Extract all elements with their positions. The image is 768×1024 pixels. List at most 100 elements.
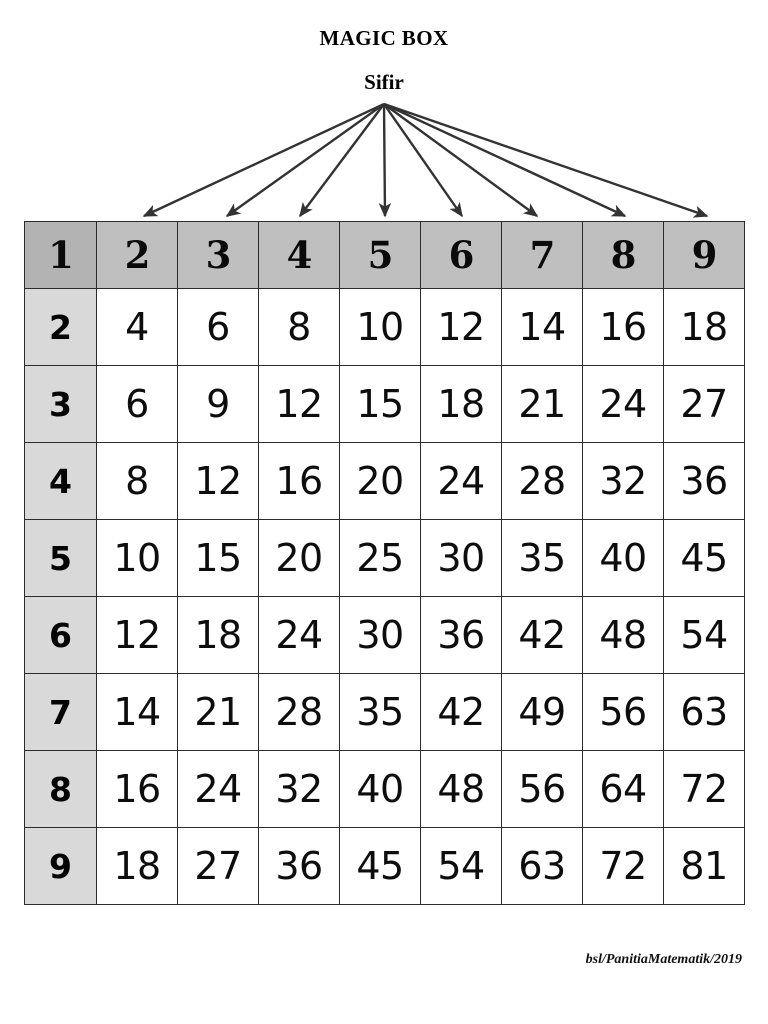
product-cell-6x2[interactable]: 12 — [96, 596, 178, 674]
product-cell-2x6[interactable]: 12 — [420, 288, 502, 366]
product-cell-7x7[interactable]: 49 — [501, 673, 583, 751]
product-cell-5x3[interactable]: 15 — [177, 519, 259, 597]
product-cell-4x9[interactable]: 36 — [663, 442, 745, 520]
product-cell-3x2[interactable]: 6 — [96, 365, 178, 443]
product-cell-8x2[interactable]: 16 — [96, 750, 178, 828]
product-cell-6x8[interactable]: 48 — [582, 596, 664, 674]
product-cell-8x7[interactable]: 56 — [501, 750, 583, 828]
product-cell-2x9[interactable]: 18 — [663, 288, 745, 366]
product-cell-4x8[interactable]: 32 — [582, 442, 664, 520]
product-cell-4x6[interactable]: 24 — [420, 442, 502, 520]
row-header-4[interactable]: 4 — [24, 442, 97, 520]
product-cell-9x4[interactable]: 36 — [258, 827, 340, 905]
arrow-to-column-5 — [378, 103, 392, 218]
product-cell-5x7[interactable]: 35 — [501, 519, 583, 597]
product-cell-7x6[interactable]: 42 — [420, 673, 502, 751]
arrow-to-column-9 — [383, 102, 709, 218]
product-cell-8x6[interactable]: 48 — [420, 750, 502, 828]
arrow-to-column-8 — [383, 102, 627, 218]
product-cell-8x8[interactable]: 64 — [582, 750, 664, 828]
product-cell-3x5[interactable]: 15 — [339, 365, 421, 443]
product-cell-9x8[interactable]: 72 — [582, 827, 664, 905]
product-cell-7x4[interactable]: 28 — [258, 673, 340, 751]
product-cell-6x6[interactable]: 36 — [420, 596, 502, 674]
product-cell-6x4[interactable]: 24 — [258, 596, 340, 674]
column-header-6[interactable]: 6 — [420, 221, 502, 289]
product-cell-7x8[interactable]: 56 — [582, 673, 664, 751]
product-cell-6x9[interactable]: 54 — [663, 596, 745, 674]
footer-credit: bsl/PanitiaMatematik/2019 — [585, 952, 742, 967]
column-header-9[interactable]: 9 — [663, 221, 745, 289]
product-cell-2x5[interactable]: 10 — [339, 288, 421, 366]
column-header-3[interactable]: 3 — [177, 221, 259, 289]
row-header-8[interactable]: 8 — [24, 750, 97, 828]
product-cell-8x9[interactable]: 72 — [663, 750, 745, 828]
product-cell-4x2[interactable]: 8 — [96, 442, 178, 520]
product-cell-5x2[interactable]: 10 — [96, 519, 178, 597]
row-header-9[interactable]: 9 — [24, 827, 97, 905]
product-cell-9x2[interactable]: 18 — [96, 827, 178, 905]
arrow-to-column-6 — [383, 103, 463, 218]
product-cell-7x9[interactable]: 63 — [663, 673, 745, 751]
product-cell-7x3[interactable]: 21 — [177, 673, 259, 751]
product-cell-2x2[interactable]: 4 — [96, 288, 178, 366]
product-cell-5x4[interactable]: 20 — [258, 519, 340, 597]
product-cell-3x7[interactable]: 21 — [501, 365, 583, 443]
product-cell-9x6[interactable]: 54 — [420, 827, 502, 905]
arrow-to-column-3 — [225, 103, 385, 217]
product-cell-7x5[interactable]: 35 — [339, 673, 421, 751]
column-header-7[interactable]: 7 — [501, 221, 583, 289]
product-cell-3x3[interactable]: 9 — [177, 365, 259, 443]
product-cell-8x3[interactable]: 24 — [177, 750, 259, 828]
column-header-8[interactable]: 8 — [582, 221, 664, 289]
column-header-corner[interactable]: 1 — [24, 221, 97, 289]
column-header-5[interactable]: 5 — [339, 221, 421, 289]
product-cell-4x3[interactable]: 12 — [177, 442, 259, 520]
row-header-7[interactable]: 7 — [24, 673, 97, 751]
product-cell-5x6[interactable]: 30 — [420, 519, 502, 597]
product-cell-9x7[interactable]: 63 — [501, 827, 583, 905]
product-cell-6x5[interactable]: 30 — [339, 596, 421, 674]
product-cell-8x4[interactable]: 32 — [258, 750, 340, 828]
product-cell-9x9[interactable]: 81 — [663, 827, 745, 905]
page-title: MAGIC BOX — [319, 26, 449, 50]
row-header-3[interactable]: 3 — [24, 365, 97, 443]
product-cell-3x6[interactable]: 18 — [420, 365, 502, 443]
product-cell-6x7[interactable]: 42 — [501, 596, 583, 674]
arrow-lines — [142, 102, 709, 218]
product-cell-3x9[interactable]: 27 — [663, 365, 745, 443]
product-cell-5x8[interactable]: 40 — [582, 519, 664, 597]
product-cell-2x4[interactable]: 8 — [258, 288, 340, 366]
product-cell-3x4[interactable]: 12 — [258, 365, 340, 443]
column-header-4[interactable]: 4 — [258, 221, 340, 289]
product-cell-4x7[interactable]: 28 — [501, 442, 583, 520]
product-cell-3x8[interactable]: 24 — [582, 365, 664, 443]
product-cell-6x3[interactable]: 18 — [177, 596, 259, 674]
product-cell-2x8[interactable]: 16 — [582, 288, 664, 366]
product-cell-8x5[interactable]: 40 — [339, 750, 421, 828]
product-cell-2x3[interactable]: 6 — [177, 288, 259, 366]
column-header-2[interactable]: 2 — [96, 221, 178, 289]
product-cell-2x7[interactable]: 14 — [501, 288, 583, 366]
product-cell-5x9[interactable]: 45 — [663, 519, 745, 597]
product-cell-9x3[interactable]: 27 — [177, 827, 259, 905]
product-cell-4x4[interactable]: 16 — [258, 442, 340, 520]
product-cell-7x2[interactable]: 14 — [96, 673, 178, 751]
row-header-6[interactable]: 6 — [24, 596, 97, 674]
product-cell-9x5[interactable]: 45 — [339, 827, 421, 905]
row-header-5[interactable]: 5 — [24, 519, 97, 597]
product-cell-5x5[interactable]: 25 — [339, 519, 421, 597]
product-cell-4x5[interactable]: 20 — [339, 442, 421, 520]
arrow-to-column-7 — [383, 103, 539, 217]
row-header-2[interactable]: 2 — [24, 288, 97, 366]
